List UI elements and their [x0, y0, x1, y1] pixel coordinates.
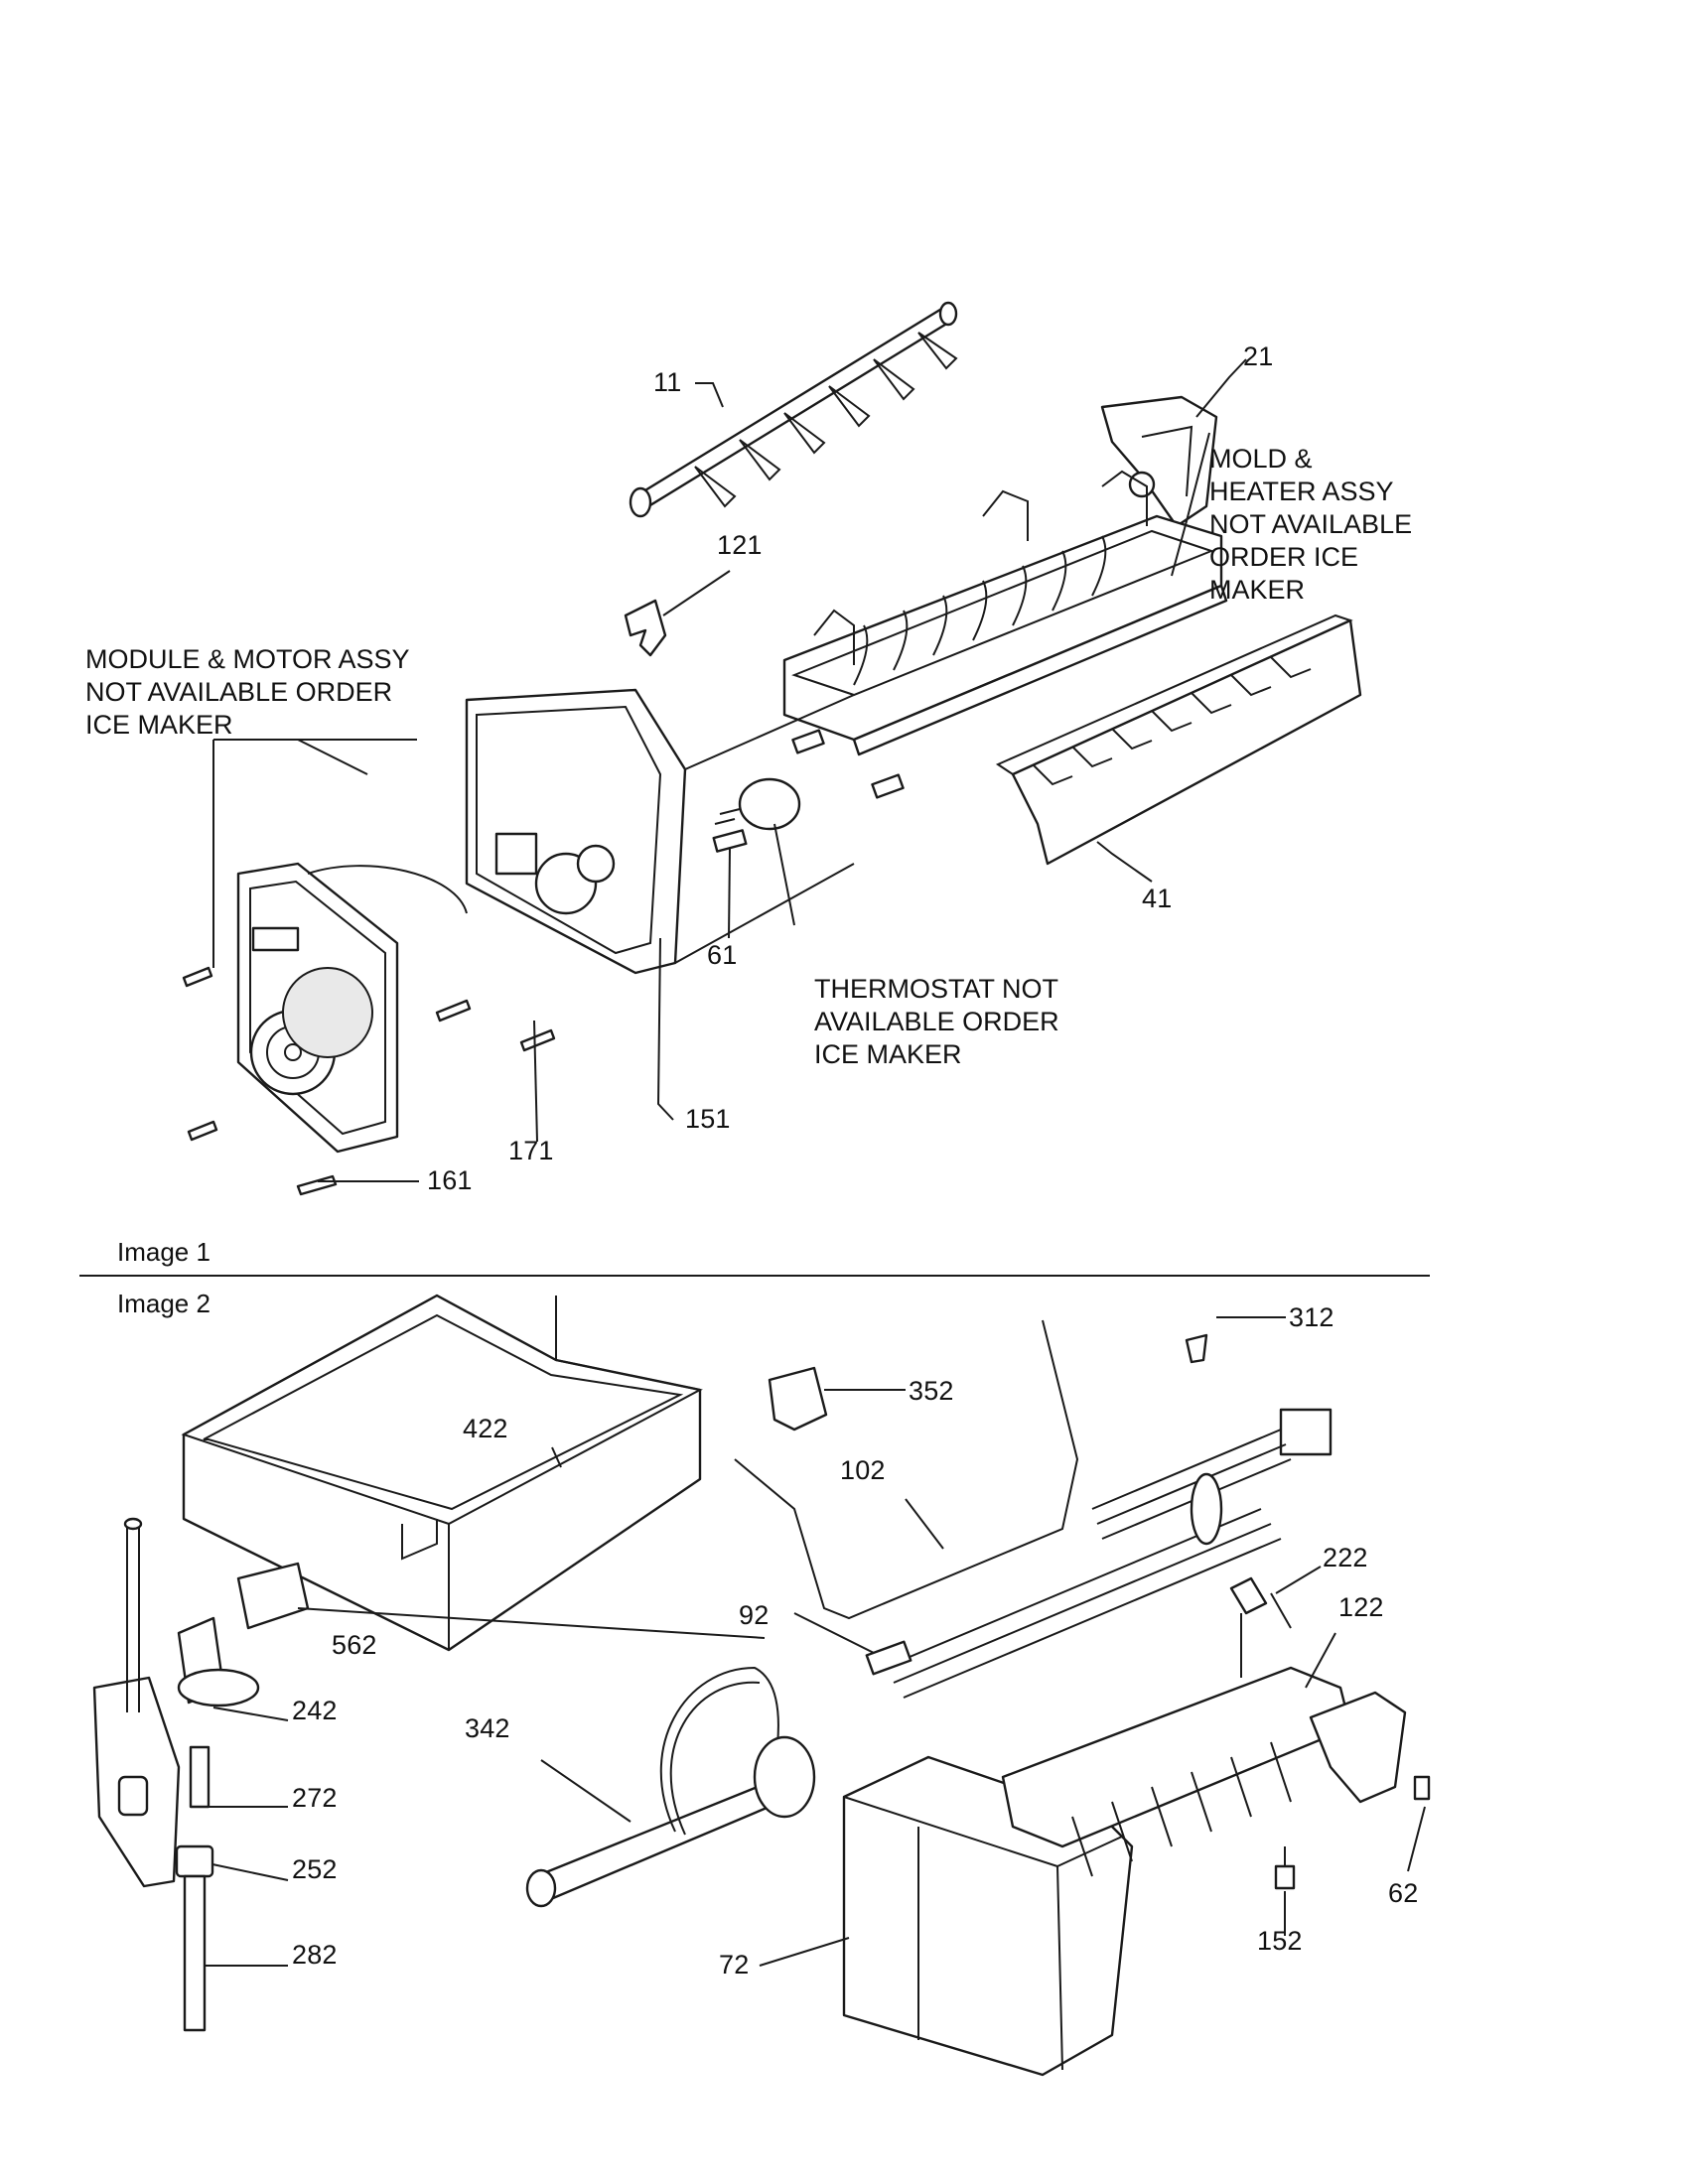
note-line: ICE MAKER [85, 710, 233, 740]
callout-11: 11 [653, 367, 682, 397]
callout-282: 282 [292, 1940, 338, 1970]
clip-352-part [768, 1366, 828, 1432]
note-line: MOLD & [1209, 444, 1313, 474]
ejector-shaft-part [629, 301, 958, 518]
ice-maker-body-part [1001, 1576, 1407, 1877]
ice-bucket-part [181, 1294, 703, 1652]
motor-module-part [236, 862, 468, 1154]
callout-242: 242 [292, 1696, 338, 1725]
callout-352: 352 [909, 1376, 954, 1406]
note-line: ICE MAKER [814, 1039, 962, 1069]
thermostat-note: THERMOSTAT NOT AVAILABLE ORDER ICE MAKER [814, 973, 1059, 1071]
wire-nut-part [1185, 1333, 1208, 1364]
fill-tube-part [525, 1666, 816, 1908]
screws-part [182, 966, 556, 1196]
callout-62: 62 [1388, 1878, 1419, 1908]
water-tube-part [175, 1844, 214, 2032]
callout-41: 41 [1142, 884, 1173, 913]
callout-562: 562 [332, 1630, 377, 1660]
note-line: ORDER ICE [1209, 542, 1359, 572]
callout-102: 102 [840, 1455, 886, 1485]
callout-151: 151 [685, 1104, 731, 1134]
shield-41-part [995, 614, 1362, 866]
note-line: THERMOSTAT NOT [814, 974, 1058, 1004]
callout-122: 122 [1338, 1592, 1384, 1622]
callout-222: 222 [1323, 1543, 1368, 1572]
callout-61: 61 [707, 940, 738, 970]
mold-heater-note: MOLD & HEATER ASSY NOT AVAILABLE ORDER I… [1209, 443, 1412, 607]
module-motor-note: MODULE & MOTOR ASSY NOT AVAILABLE ORDER … [85, 643, 410, 742]
clip-121-part [624, 599, 667, 657]
callout-92: 92 [739, 1600, 770, 1630]
note-line: AVAILABLE ORDER [814, 1007, 1059, 1036]
callout-252: 252 [292, 1854, 338, 1884]
callout-161: 161 [427, 1165, 473, 1195]
note-line: NOT AVAILABLE ORDER [85, 677, 393, 707]
callout-342: 342 [465, 1713, 510, 1743]
callout-171: 171 [508, 1136, 554, 1165]
callout-312: 312 [1289, 1302, 1334, 1332]
leader-lines-image2 [205, 1316, 1426, 1967]
callout-21: 21 [1243, 341, 1274, 371]
note-line: MODULE & MOTOR ASSY [85, 644, 410, 674]
callout-422: 422 [463, 1414, 508, 1443]
water-valve-part [92, 1517, 310, 1888]
small-fasteners-part [1274, 1775, 1431, 1890]
callout-121: 121 [717, 530, 763, 560]
leader-lines-image1 [212, 358, 1247, 1182]
callout-272: 272 [292, 1783, 338, 1813]
image1-caption: Image 1 [117, 1237, 210, 1267]
image2-caption: Image 2 [117, 1289, 210, 1318]
note-line: NOT AVAILABLE [1209, 509, 1413, 539]
note-line: HEATER ASSY [1209, 477, 1394, 506]
end-cover-part [1100, 395, 1218, 528]
callout-152: 152 [1257, 1926, 1303, 1956]
callout-72: 72 [719, 1950, 750, 1979]
thermostat-part [712, 729, 905, 853]
note-line: MAKER [1209, 575, 1306, 605]
wire-harness-part [734, 1319, 1333, 1699]
module-housing-part [465, 688, 855, 975]
mold-heater-part [782, 470, 1228, 756]
